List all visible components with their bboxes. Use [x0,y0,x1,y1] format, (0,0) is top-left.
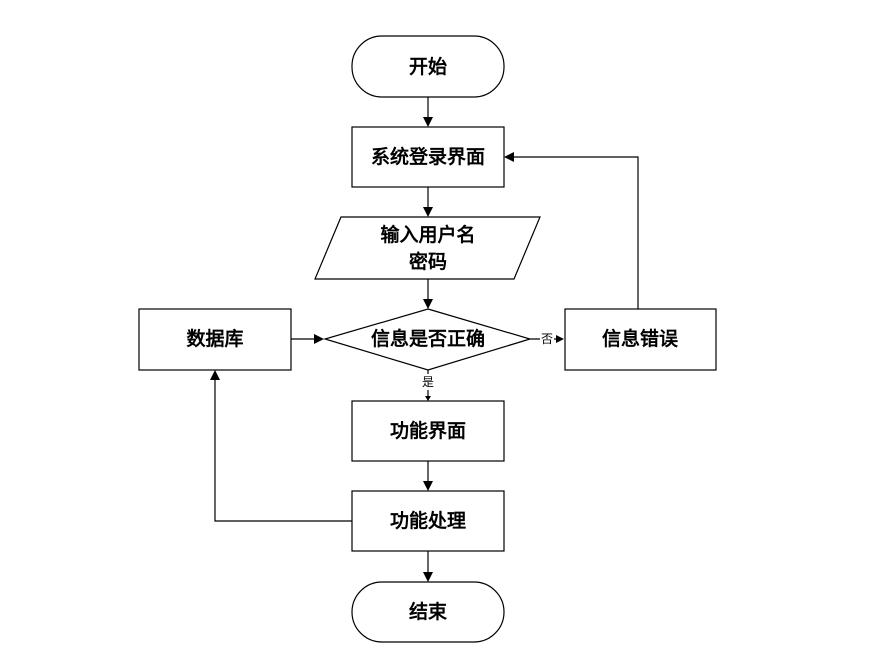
yes-label-bg [421,374,435,390]
arrowhead-login [423,117,433,127]
start-label: 开始 [409,55,447,78]
process-box [351,490,505,552]
arrowhead-error [556,335,564,343]
function-ui-label: 功能界面 [390,419,466,442]
error-box [564,308,717,371]
arrowhead-login-loop [504,152,514,162]
node-end: 结束 [351,581,505,643]
end-terminator [351,581,505,643]
node-database: 数据库 [138,308,292,371]
edge-error-login [512,156,639,309]
input-label-line2: 密码 [409,250,447,273]
error-label: 信息错误 [602,327,679,350]
login-box [351,126,505,188]
arrowhead-function [425,396,431,401]
login-label: 系统登录界面 [371,145,485,168]
database-box [138,308,292,371]
node-function-ui: 功能界面 [351,400,505,462]
node-process: 功能处理 [351,490,505,552]
arrowhead-check-left [314,334,324,344]
no-label-bg [540,331,554,347]
arrowhead-check [423,299,433,309]
input-parallelogram [314,216,541,280]
node-error: 信息错误 [564,308,717,371]
node-check: 信息是否正确 [322,308,533,371]
start-terminator [351,35,505,98]
check-label: 信息是否正确 [371,327,485,350]
check-diamond [322,308,533,371]
node-start: 开始 [351,35,505,98]
edge-process-database [214,378,352,522]
yes-label: 是 [422,375,434,389]
end-label: 结束 [409,600,448,623]
process-label: 功能处理 [390,509,466,532]
arrowhead-process [423,481,433,491]
input-label-line1: 输入用户名 [380,223,475,246]
edge-labels: 否 是 [421,331,554,390]
database-label: 数据库 [186,327,243,350]
node-input: 输入用户名 密码 [314,216,541,280]
arrowhead-database [210,370,220,380]
function-ui-box [351,400,505,462]
no-label: 否 [541,332,553,346]
node-login: 系统登录界面 [351,126,505,188]
arrowhead-end [423,572,433,582]
arrowhead-input [423,207,433,217]
